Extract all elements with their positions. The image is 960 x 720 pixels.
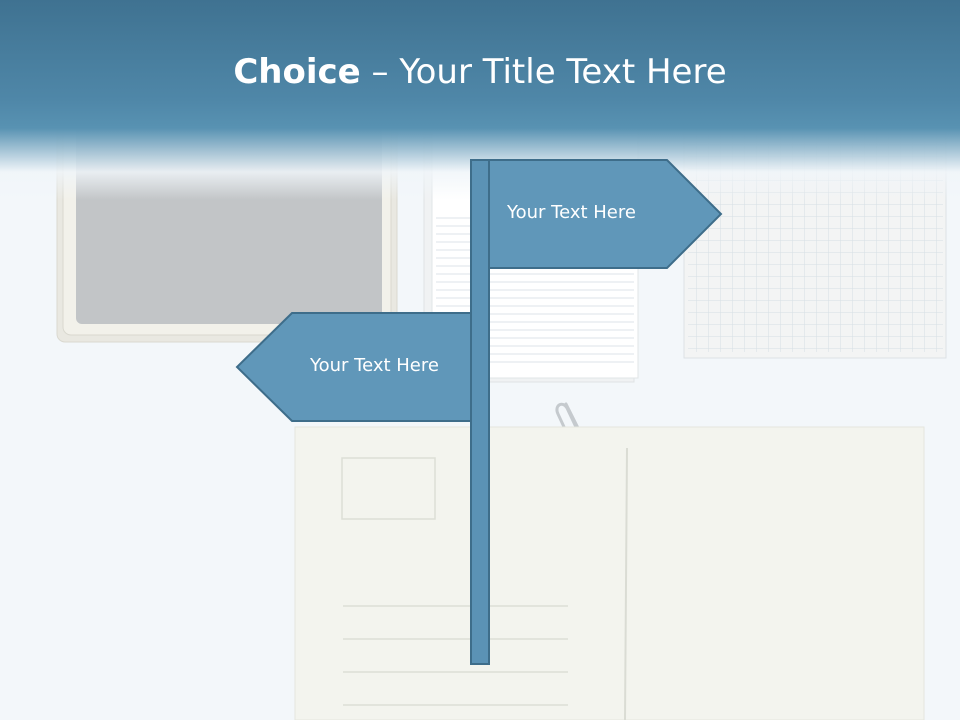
- postcard: [294, 426, 925, 720]
- title-bold: Choice: [233, 52, 361, 92]
- slide-title: Choice – Your Title Text Here: [0, 52, 960, 92]
- sign-left-text: Your Text Here: [310, 355, 439, 376]
- title-text: Your Title Text Here: [399, 52, 727, 92]
- signpost-pole: [470, 159, 490, 665]
- sign-right-text: Your Text Here: [507, 202, 636, 223]
- title-separator: –: [360, 52, 400, 92]
